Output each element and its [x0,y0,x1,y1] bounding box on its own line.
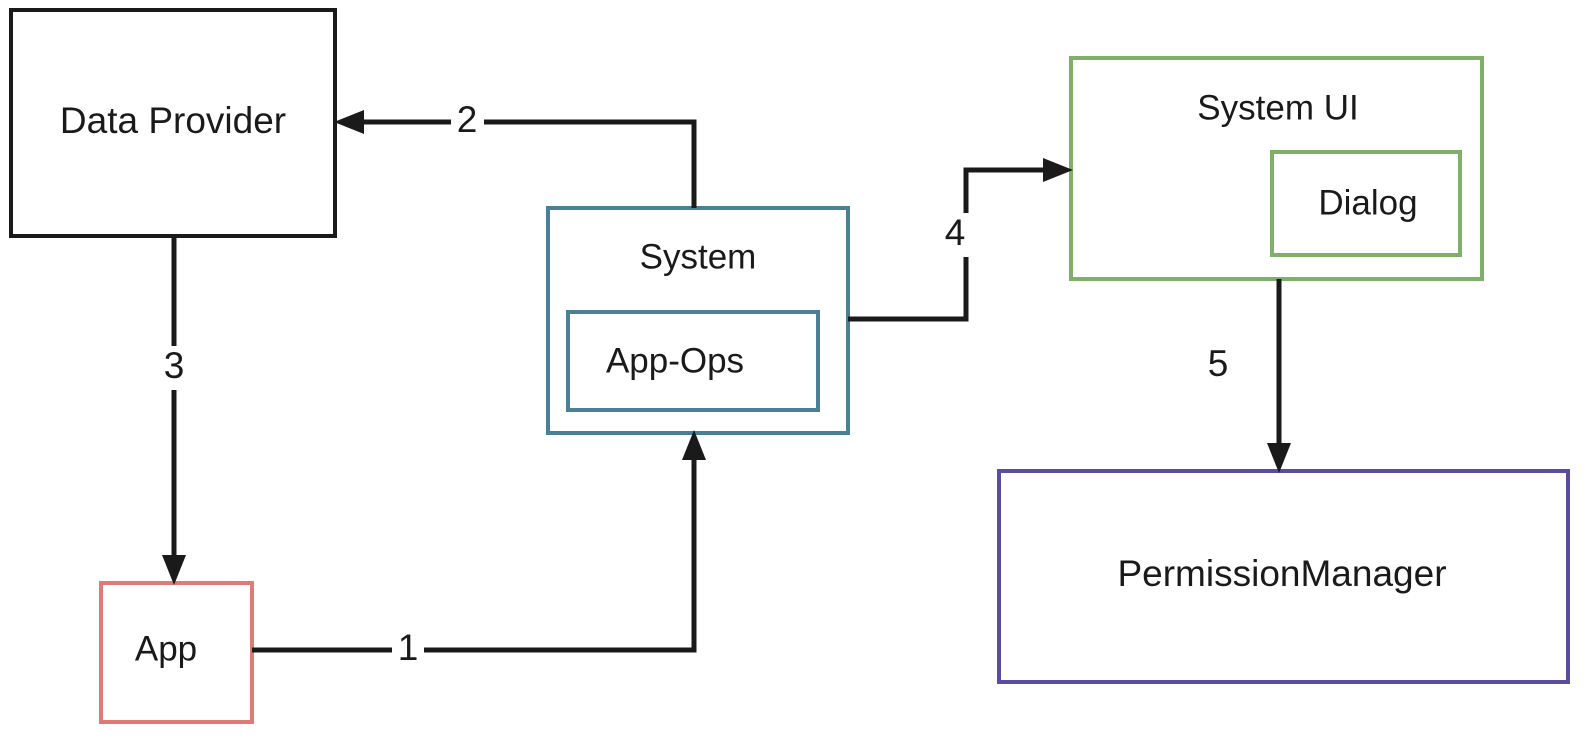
edge-1-line [252,448,697,653]
edge-2-label: 2 [457,99,478,140]
edge-1-label: 1 [398,627,419,668]
edge-2-system-to-data-provider[interactable]: 2 [334,99,697,208]
edge-3-arrowhead-down [162,555,186,585]
app-ops-box[interactable] [566,310,820,412]
edge-4-arrowhead-right [1043,158,1073,182]
edge-3-data-provider-to-app[interactable]: 3 [158,236,191,585]
app-ops-label: App-Ops [606,341,744,380]
edge-4-label-backdrop [949,213,983,257]
edge-2-line [352,119,697,208]
permission-manager-label: PermissionManager [1117,553,1446,594]
node-app[interactable]: App [99,581,254,724]
edge-5-system-ui-to-permission-manager[interactable]: 5 [1208,279,1291,473]
edge-5-arrowhead-down [1267,443,1291,473]
edge-5-label: 5 [1208,343,1229,384]
node-permission-manager[interactable]: PermissionManager [997,469,1570,684]
dialog-label: Dialog [1318,183,1417,222]
edge-4-system-to-system-ui[interactable]: 4 [848,158,1073,322]
node-dialog[interactable]: Dialog [1270,150,1462,257]
data-provider-box[interactable] [9,8,337,238]
data-provider-label: Data Provider [60,100,286,141]
edge-1-app-to-system[interactable]: 1 [252,430,706,670]
edge-2-label-backdrop [451,102,484,142]
system-ui-label: System UI [1197,88,1358,127]
node-app-ops[interactable]: App-Ops [566,310,820,412]
dialog-box[interactable] [1270,150,1462,257]
edge-2-arrowhead-left [334,110,364,134]
app-box[interactable] [99,581,254,724]
node-data-provider[interactable]: Data Provider [9,8,337,238]
edge-4-label: 4 [945,212,966,253]
edge-1-label-backdrop [392,630,424,670]
system-label: System [640,237,757,276]
edge-3-label-backdrop [158,346,191,390]
permission-manager-box[interactable] [997,469,1570,684]
edge-1-arrowhead-up [682,430,706,460]
app-label: App [135,629,197,668]
edge-3-label: 3 [164,345,185,386]
